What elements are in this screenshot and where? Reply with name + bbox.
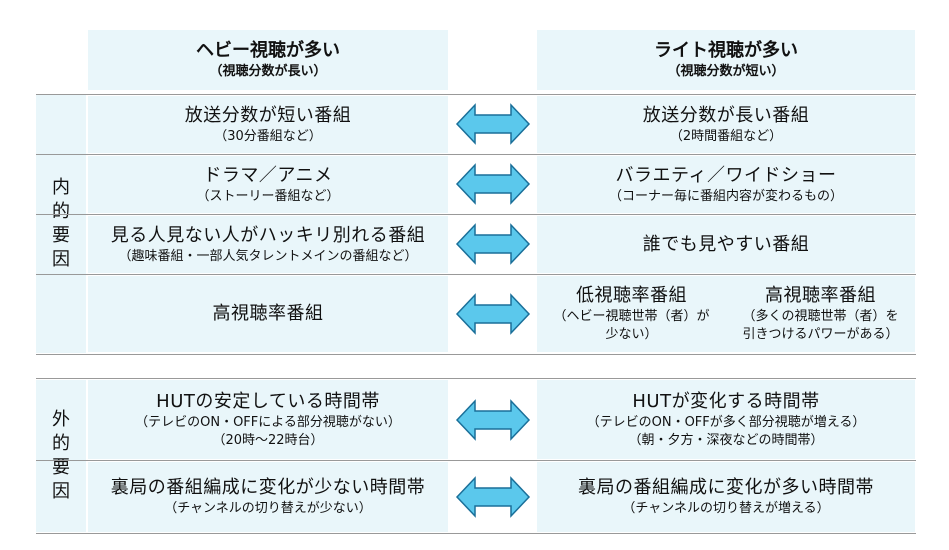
internal-row-1-heavy: 放送分数が短い番組 （30分番組など）: [88, 96, 448, 153]
double-arrow-icon: [455, 163, 531, 205]
double-arrow-shape: [455, 399, 531, 441]
row-divider: [36, 354, 916, 355]
item-title: 裏局の番組編成に変化が多い時間帯: [578, 477, 874, 498]
low-rating-item: 低視聴率番組 （ヘビー視聴世帯（者）が 少ない）: [553, 284, 709, 344]
item-note: （ヘビー視聴世帯（者）が: [553, 309, 710, 324]
item-title: 高視聴率番組: [212, 303, 324, 324]
item-note: （趣味番組・一部人気タレントメインの番組など）: [118, 248, 418, 264]
internal-row-4-heavy: 高視聴率番組: [88, 276, 448, 352]
double-arrow-icon: [455, 399, 531, 441]
item-note: （20時～22時台）: [212, 432, 324, 448]
double-arrow-icon: [455, 476, 531, 518]
internal-factors-label: 内 的 要 因: [36, 95, 86, 353]
internal-row-2-heavy: ドラマ／アニメ （ストーリー番組など）: [88, 156, 448, 213]
row-divider: [36, 94, 916, 95]
double-arrow-icon: [455, 103, 531, 145]
external-row-1-light: HUTが変化する時間帯 （テレビのON・OFFが多く部分視聴が増える） （朝・夕…: [537, 380, 915, 459]
item-title: バラエティ／ワイドショー: [615, 164, 837, 186]
double-arrow-shape: [455, 223, 531, 265]
double-arrow-shape: [455, 163, 531, 205]
header-light: ライト視聴が多い （視聴分数が短い）: [537, 30, 915, 90]
internal-row-4-light: 低視聴率番組 （ヘビー視聴世帯（者）が 少ない） 高視聴率番組 （多くの視聴世帯…: [537, 276, 915, 352]
item-note: （チャンネルの切り替えが増える）: [622, 501, 830, 516]
item-note: （2時間番組など）: [669, 128, 783, 144]
row-divider: [36, 154, 916, 155]
row-divider: [36, 378, 916, 379]
double-arrow-icon: [455, 293, 531, 335]
double-arrow-icon: [455, 223, 531, 265]
external-label-char: 的: [52, 433, 70, 454]
external-label-char: 外: [52, 409, 70, 430]
external-label-char: 要: [52, 457, 70, 478]
item-note: （ストーリー番組など）: [196, 188, 340, 204]
internal-label-char: 的: [52, 201, 70, 222]
item-note: （コーナー毎に番組内容が変わるもの）: [608, 188, 843, 204]
internal-row-3-light: 誰でも見やすい番組: [537, 216, 915, 273]
external-factors-label: 外 的 要 因: [36, 380, 86, 532]
item-note: （朝・夕方・深夜などの時間帯）: [628, 432, 824, 448]
internal-row-2-light: バラエティ／ワイドショー （コーナー毎に番組内容が変わるもの）: [537, 156, 915, 213]
header-heavy: ヘビー視聴が多い （視聴分数が長い）: [88, 30, 448, 90]
item-note: （テレビのON・OFFによる部分視聴がない）: [135, 414, 401, 430]
internal-label-char: 要: [52, 225, 70, 246]
item-note: 少ない）: [605, 327, 658, 342]
external-row-2-light: 裏局の番組編成に変化が多い時間帯 （チャンネルの切り替えが増える）: [537, 462, 915, 532]
header-light-title: ライト視聴が多い: [654, 40, 798, 61]
item-title: HUTが変化する時間帯: [632, 390, 820, 412]
high-rating-item: 高視聴率番組 （多くの視聴世帯（者）を 引きつけるパワーがある）: [742, 284, 898, 344]
row-divider: [36, 460, 916, 461]
external-row-2-heavy: 裏局の番組編成に変化が少ない時間帯 （チャンネルの切り替えが少ない）: [88, 462, 448, 532]
item-note: （多くの視聴世帯（者）を: [742, 309, 899, 324]
item-title: 低視聴率番組: [575, 285, 687, 306]
item-note: （チャンネルの切り替えが少ない）: [164, 501, 372, 516]
item-note: （テレビのON・OFFが多く部分視聴が増える）: [586, 414, 866, 430]
row-divider: [36, 274, 916, 275]
row-divider: [36, 214, 916, 215]
internal-label-char: 因: [52, 249, 70, 270]
double-arrow-shape: [455, 103, 531, 145]
external-label-char: 因: [52, 481, 70, 502]
item-title: 見る人見ない人がハッキリ別れる番組: [110, 224, 426, 246]
item-note: 引きつけるパワーがある）: [742, 327, 899, 342]
item-title: HUTの安定している時間帯: [156, 390, 380, 412]
header-light-subtitle: （視聴分数が短い）: [667, 64, 785, 79]
header-heavy-subtitle: （視聴分数が長い）: [209, 64, 327, 79]
internal-row-3-heavy: 見る人見ない人がハッキリ別れる番組 （趣味番組・一部人気タレントメインの番組など…: [88, 216, 448, 273]
internal-label-char: 内: [52, 177, 70, 198]
item-title: 誰でも見やすい番組: [642, 233, 810, 255]
item-title: 放送分数が短い番組: [184, 104, 352, 126]
double-arrow-shape: [455, 476, 531, 518]
item-title: 放送分数が長い番組: [642, 104, 810, 126]
internal-row-1-light: 放送分数が長い番組 （2時間番組など）: [537, 96, 915, 153]
item-title: 高視聴率番組: [764, 285, 876, 306]
item-title: 裏局の番組編成に変化が少ない時間帯: [110, 477, 426, 498]
header-heavy-title: ヘビー視聴が多い: [196, 40, 340, 61]
external-row-1-heavy: HUTの安定している時間帯 （テレビのON・OFFによる部分視聴がない） （20…: [88, 380, 448, 459]
item-note: （30分番組など）: [214, 128, 322, 144]
row-divider: [36, 533, 916, 534]
double-arrow-shape: [455, 293, 531, 335]
item-title: ドラマ／アニメ: [203, 164, 333, 186]
